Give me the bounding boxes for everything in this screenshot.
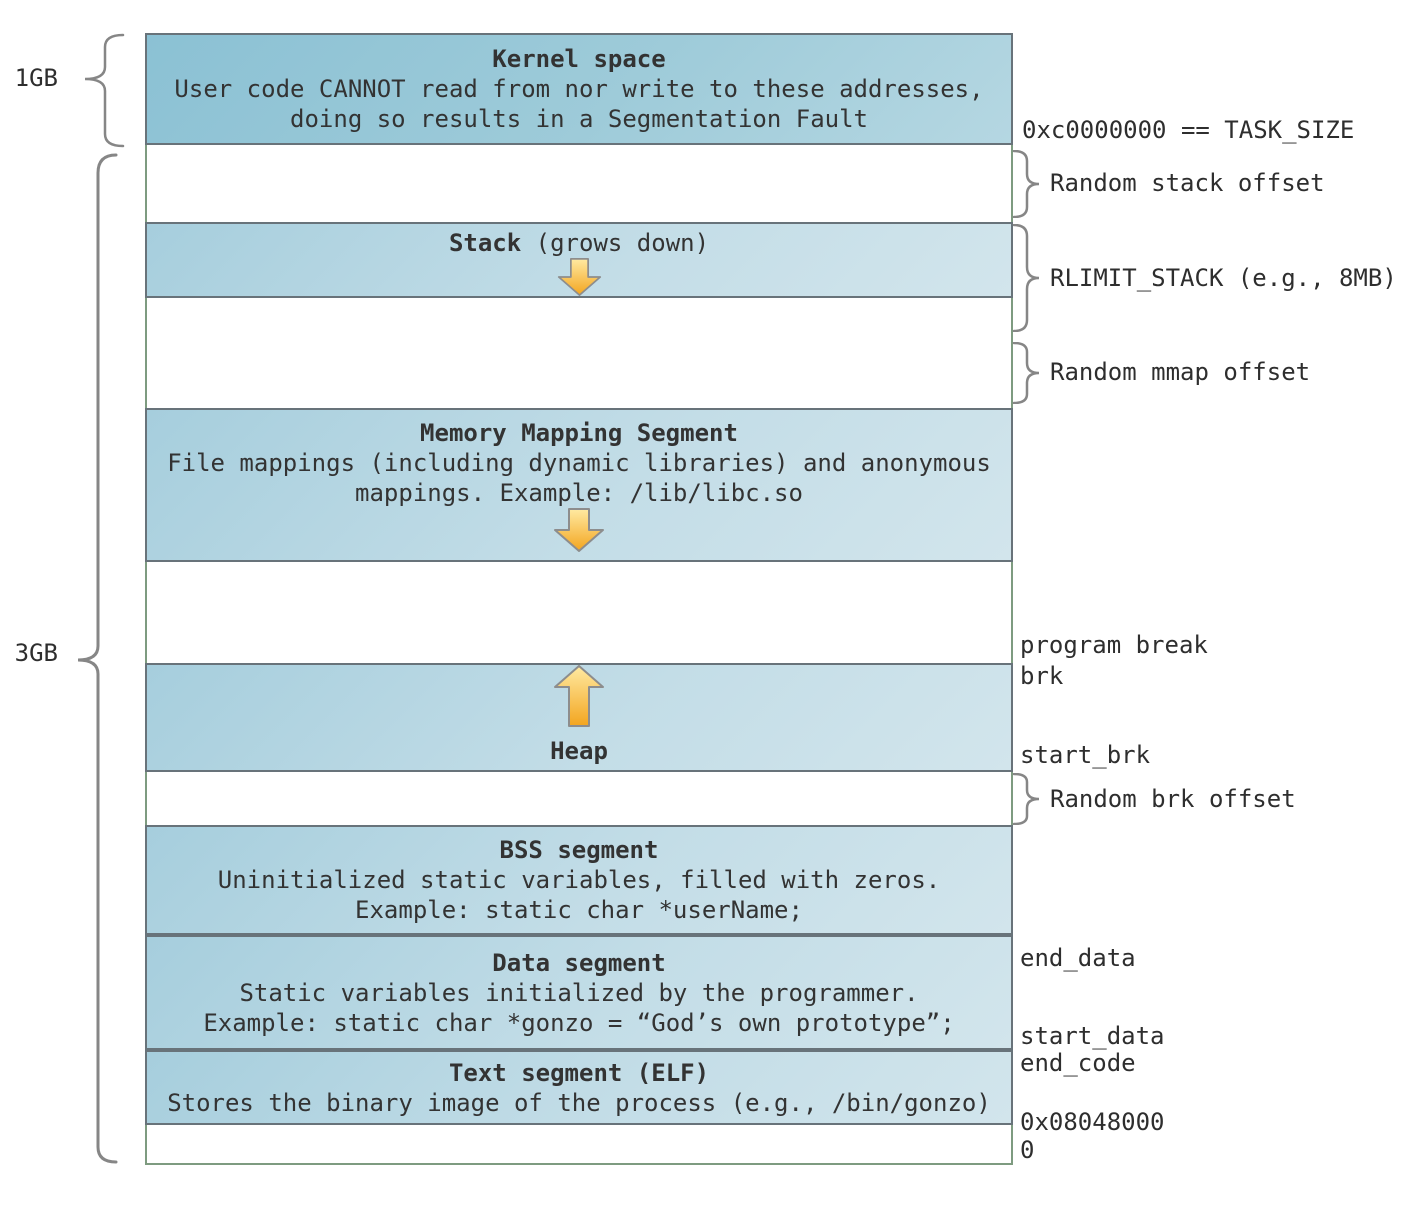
arrow-up-icon bbox=[554, 665, 604, 727]
label-user-space-size: 3GB bbox=[14, 639, 58, 667]
brace-rlimit-stack bbox=[1012, 224, 1042, 332]
label-text-start-address: 0x08048000 bbox=[1020, 1108, 1165, 1136]
segment-bss: BSS segment Uninitialized static variabl… bbox=[145, 825, 1013, 935]
label-brk: brk bbox=[1020, 662, 1064, 690]
segment-title: Memory Mapping Segment bbox=[420, 419, 738, 447]
label-program-break: program break bbox=[1020, 631, 1208, 659]
segment-title: Stack bbox=[448, 229, 522, 257]
label-random-stack-offset: Random stack offset bbox=[1050, 169, 1325, 197]
segment-description-line: User code CANNOT read from nor write to … bbox=[174, 75, 984, 103]
segment-description-line: Static variables initialized by the prog… bbox=[239, 978, 919, 1007]
brace-random-mmap-offset bbox=[1012, 342, 1042, 404]
brace-random-stack-offset bbox=[1012, 150, 1042, 218]
segment-memory-mapping: Memory Mapping Segment File mappings (in… bbox=[145, 408, 1013, 562]
arrow-down-icon bbox=[557, 258, 601, 296]
segment-title: Text segment (ELF) bbox=[448, 1058, 710, 1087]
segment-stack: Stack (grows down) bbox=[145, 222, 1013, 298]
label-start-data: start_data bbox=[1020, 1022, 1165, 1050]
segment-title: BSS segment bbox=[499, 836, 659, 864]
brace-user-space bbox=[68, 153, 118, 1164]
segment-title: Kernel space bbox=[492, 45, 666, 73]
label-task-size: 0xc0000000 == TASK_SIZE bbox=[1022, 116, 1355, 144]
segment-text: Text segment (ELF) Stores the binary ima… bbox=[145, 1050, 1013, 1125]
label-zero-address: 0 bbox=[1020, 1136, 1035, 1164]
label-start-brk: start_brk bbox=[1020, 741, 1151, 769]
segment-description-line: Stores the binary image of the process (… bbox=[167, 1088, 991, 1117]
label-end-code: end_code bbox=[1020, 1049, 1136, 1077]
arrow-down-icon bbox=[554, 508, 604, 552]
segment-description-line: File mappings (including dynamic librari… bbox=[167, 449, 991, 477]
brace-kernel-space bbox=[75, 33, 125, 148]
segment-heap: Heap bbox=[145, 663, 1013, 772]
segment-description-line: doing so results in a Segmentation Fault bbox=[290, 105, 868, 133]
segment-description-line: Example: static char *gonzo = “God’s own… bbox=[203, 1008, 955, 1037]
brace-random-brk-offset bbox=[1012, 773, 1042, 825]
segment-description-line: Example: static char *userName; bbox=[355, 896, 803, 924]
label-random-mmap-offset: Random mmap offset bbox=[1050, 358, 1311, 386]
label-rlimit-stack: RLIMIT_STACK (e.g., 8MB) bbox=[1050, 264, 1397, 292]
segment-title-line: Stack (grows down) bbox=[449, 228, 709, 258]
segment-description-line: mappings. Example: /lib/libc.so bbox=[355, 479, 803, 507]
label-end-data: end_data bbox=[1020, 944, 1136, 972]
label-random-brk-offset: Random brk offset bbox=[1050, 785, 1296, 813]
segment-description-line: Uninitialized static variables, filled w… bbox=[217, 866, 941, 894]
segment-kernel-space: Kernel space User code CANNOT read from … bbox=[145, 33, 1013, 145]
segment-data: Data segment Static variables initialize… bbox=[145, 935, 1013, 1050]
segment-subtitle: (grows down) bbox=[521, 229, 710, 257]
segment-title: Heap bbox=[550, 737, 608, 765]
label-kernel-size: 1GB bbox=[14, 64, 58, 92]
segment-title: Data segment bbox=[492, 948, 666, 977]
